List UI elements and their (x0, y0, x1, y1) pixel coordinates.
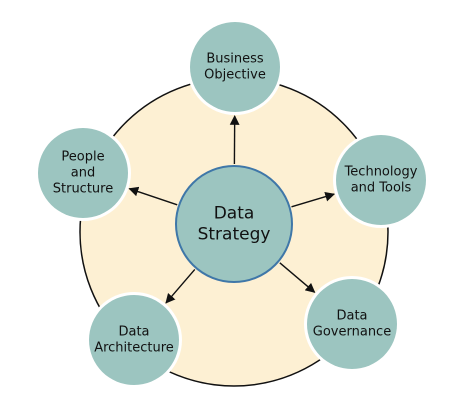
node-people-and-structure-label-line-2: and (71, 166, 95, 181)
node-circle (38, 128, 128, 218)
node-technology-and-tools-label-line-1: Technology (344, 165, 418, 180)
node-circle (190, 22, 280, 112)
arrows-layer (128, 115, 336, 304)
node-people-and-structure-label-line-1: People (61, 150, 104, 165)
node-technology-and-tools-label-line-2: and Tools (351, 180, 412, 195)
node-circle (336, 135, 426, 225)
arrow-to-people-and-structure (128, 186, 178, 206)
node-data-governance-label-line-1: Data (336, 309, 367, 324)
node-people-and-structure-label-line-3: Structure (53, 181, 113, 196)
center-label-line-1: Data (214, 204, 255, 224)
node-data-architecture-label-line-2: Architecture (94, 340, 174, 355)
node-circle (89, 295, 179, 385)
center-label-line-2: Strategy (198, 224, 271, 244)
arrow-to-data-architecture (165, 268, 196, 304)
arrow-to-technology-and-tools (291, 191, 336, 208)
node-business-objective-label-line-1: Business (206, 52, 264, 67)
node-data-architecture-label-line-1: Data (118, 325, 149, 340)
node-data-governance-label-line-2: Governance (313, 324, 391, 339)
node-circle (307, 279, 397, 369)
node-business-objective-label-line-2: Objective (204, 67, 266, 82)
center-circle (175, 165, 293, 283)
arrow-to-data-governance (279, 262, 316, 293)
